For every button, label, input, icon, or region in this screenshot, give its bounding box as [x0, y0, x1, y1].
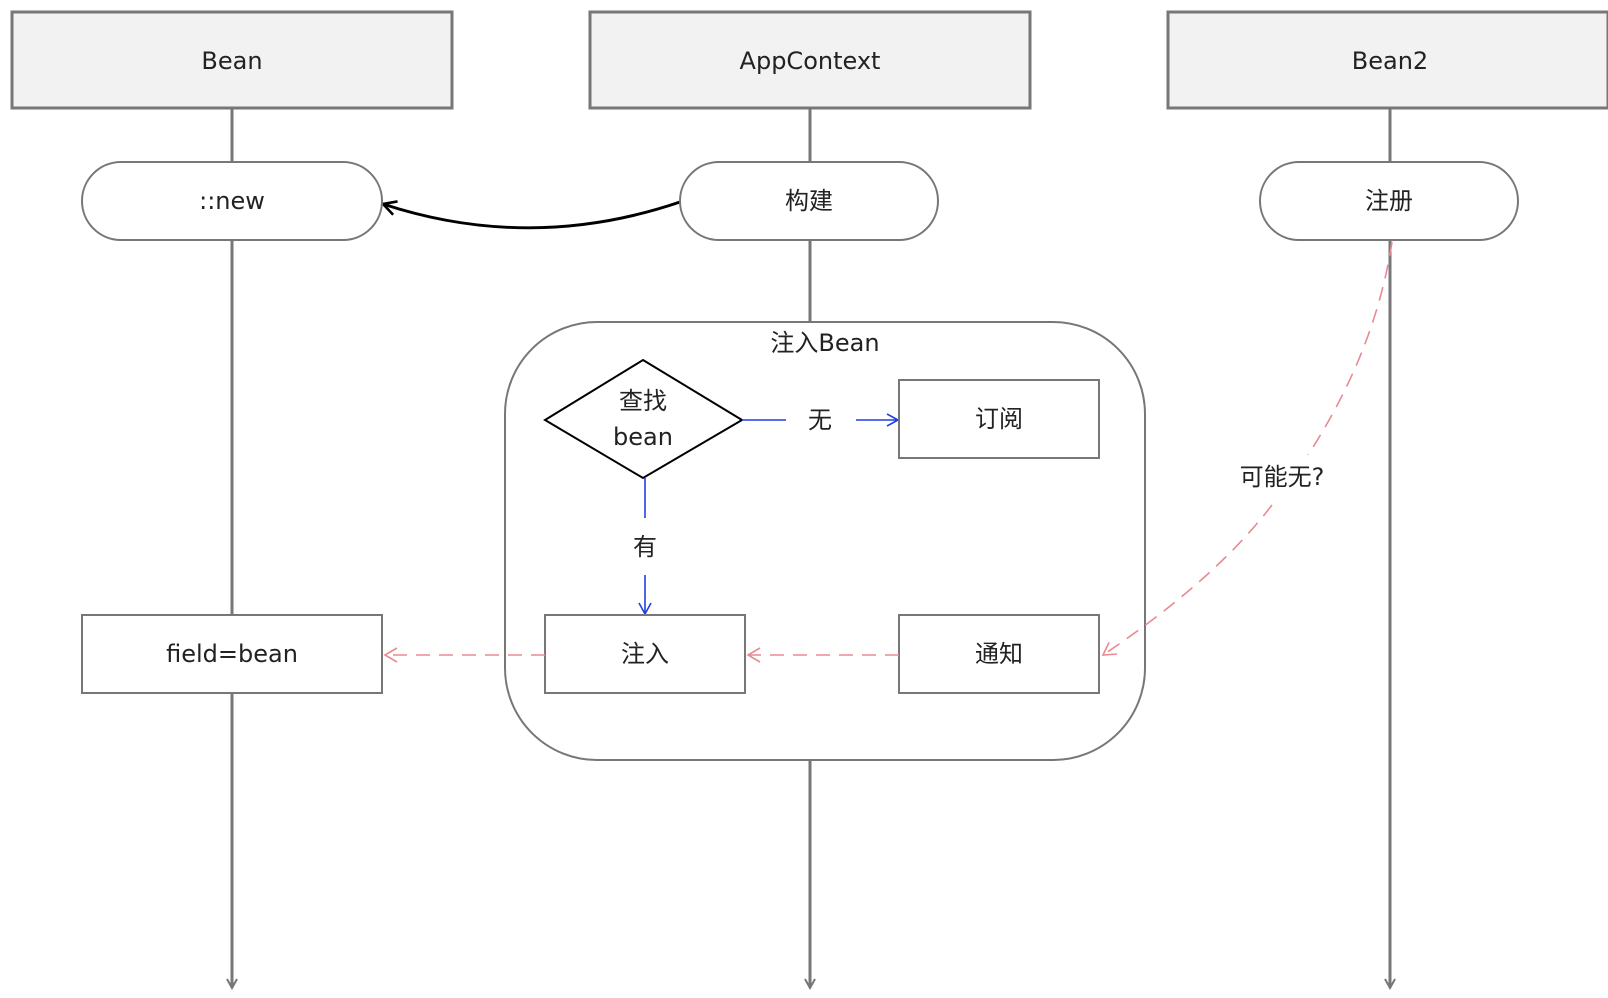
node-field-assign-label: field=bean	[166, 640, 298, 668]
lane-title-bean2: Bean2	[1352, 47, 1428, 75]
lane-title-appcontext: AppContext	[740, 47, 881, 75]
lane-header-appcontext	[588, 10, 1032, 110]
node-inject-label: 注入	[621, 640, 669, 668]
dashed-register-to-notify-upper	[1307, 241, 1393, 456]
decision-find-bean	[543, 358, 744, 480]
node-subscribe	[898, 379, 1100, 459]
node-inject	[544, 614, 746, 694]
dashed-register-to-notify-lower	[1101, 504, 1273, 656]
inject-bean-group-title: 注入Bean	[770, 329, 879, 357]
node-bean-new-label: ::new	[199, 187, 265, 215]
node-build	[679, 161, 939, 241]
edge-label-maybe-none: 可能无?	[1240, 463, 1325, 491]
lane-header-bean	[10, 10, 454, 110]
edge-label-has: 有	[633, 533, 657, 561]
decision-find-bean-line2: bean	[613, 423, 673, 451]
node-field-assign	[81, 614, 383, 694]
decision-find-bean-line1: 查找	[619, 387, 667, 415]
node-notify	[898, 614, 1100, 694]
node-build-label: 构建	[785, 187, 833, 215]
lane-header-bean2	[1166, 10, 1608, 110]
edge-label-none: 无	[808, 406, 832, 434]
arrow-build-to-new	[383, 202, 681, 230]
lane-title-bean: Bean	[201, 47, 262, 75]
node-notify-label: 通知	[975, 640, 1023, 668]
node-register	[1259, 161, 1519, 241]
node-subscribe-label: 订阅	[975, 405, 1023, 433]
node-bean-new	[81, 161, 383, 241]
node-register-label: 注册	[1365, 187, 1413, 215]
